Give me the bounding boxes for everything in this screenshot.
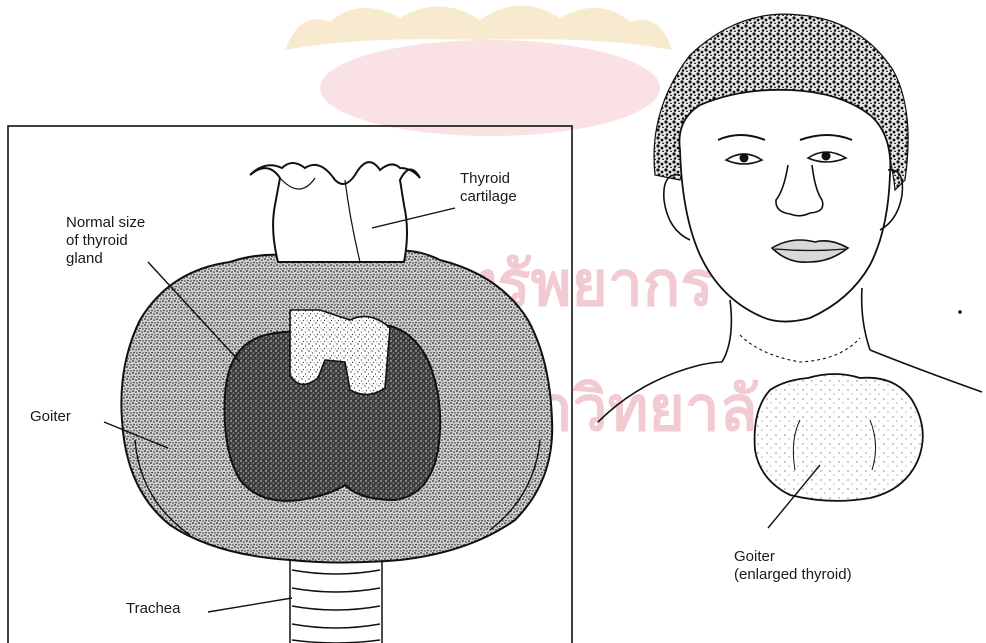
label-trachea: Trachea: [126, 600, 180, 618]
watermark-seal: [320, 40, 660, 136]
leader-trachea: [208, 598, 292, 612]
label-goiter-enlarged-thyroid: Goiter (enlarged thyroid): [734, 548, 852, 584]
thyroid-cartilage: [250, 162, 420, 262]
label-thyroid-cartilage: Thyroid cartilage: [460, 170, 517, 206]
label-normal-size-thyroid: Normal size of thyroid gland: [66, 214, 145, 268]
label-goiter: Goiter: [30, 408, 71, 426]
neck-goiter: [755, 374, 923, 501]
